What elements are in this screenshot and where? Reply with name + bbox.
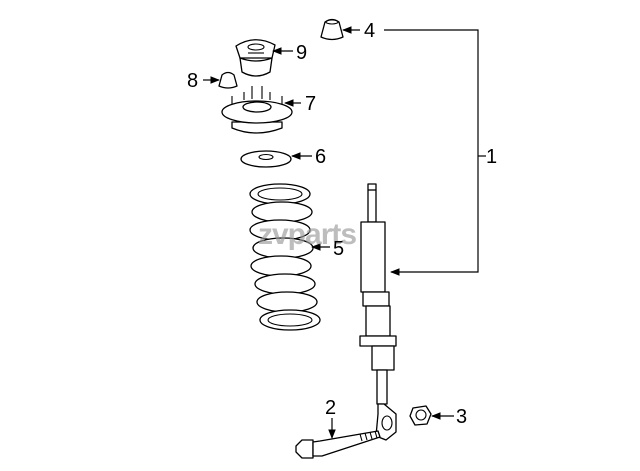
- part-4-bump-cap[interactable]: [320, 18, 344, 41]
- watermark-logo: zvparts: [258, 218, 356, 251]
- part-9-upper-insulator[interactable]: [235, 39, 276, 77]
- part-5-coil-spring[interactable]: [249, 183, 321, 331]
- callout-1: 1: [486, 146, 497, 168]
- part-8-nut[interactable]: [218, 71, 238, 89]
- part-6-spring-seat[interactable]: [240, 150, 292, 168]
- callout-4: 4: [364, 20, 375, 42]
- part-1-shock-absorber[interactable]: [359, 183, 397, 441]
- leader-lines: [203, 26, 486, 439]
- callout-2: 2: [325, 397, 336, 419]
- callout-5: 5: [333, 238, 344, 260]
- callout-7: 7: [305, 93, 316, 115]
- part-7-upper-mount[interactable]: [221, 86, 293, 134]
- callout-9: 9: [296, 42, 307, 64]
- callout-3: 3: [456, 406, 467, 428]
- callout-6: 6: [315, 146, 326, 168]
- part-2-bolt[interactable]: [295, 430, 381, 459]
- callout-8: 8: [187, 70, 198, 92]
- part-3-nut[interactable]: [409, 405, 432, 426]
